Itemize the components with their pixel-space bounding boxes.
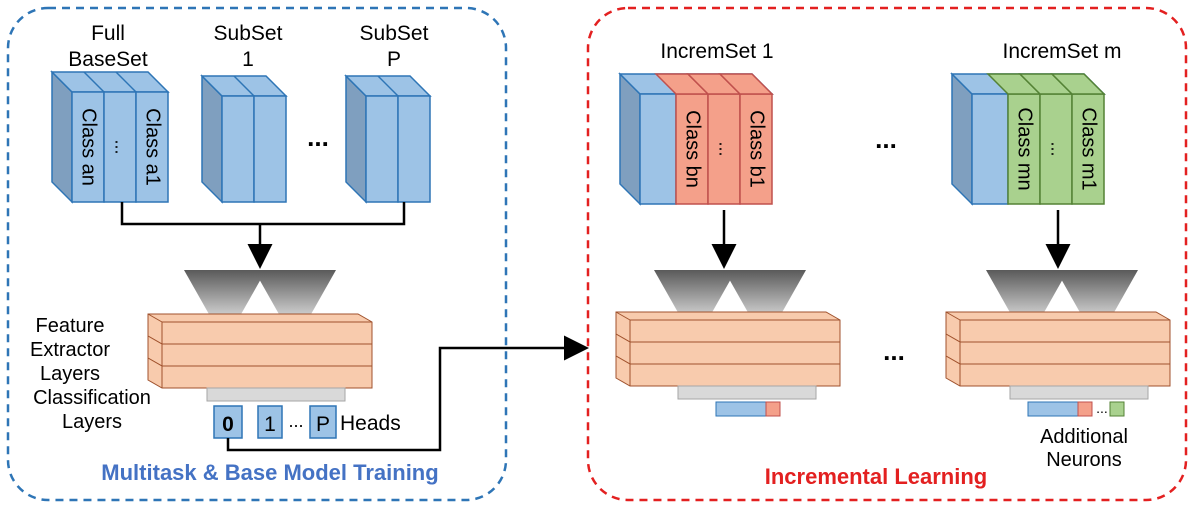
right-model-1-classification-bar bbox=[677, 385, 817, 400]
left-panel-title: Multitask & Base Model Training bbox=[101, 460, 438, 485]
feature-label-3: Layers bbox=[40, 363, 100, 385]
right-panel-title: Incremental Learning bbox=[765, 464, 988, 489]
right-model-1-neurons-blue bbox=[715, 401, 767, 417]
left-ellipsis: ... bbox=[307, 122, 329, 152]
right-model-m-neurons-blue bbox=[1027, 401, 1079, 417]
incremsetm-block bbox=[950, 72, 1106, 206]
full-baseset-label-2: BaseSet bbox=[68, 48, 148, 71]
heads-label: Heads bbox=[340, 412, 401, 435]
left-classification-bar bbox=[206, 387, 346, 402]
full-baseset-block bbox=[50, 70, 170, 204]
left-merge-connector bbox=[120, 202, 406, 226]
classification-label-1: Classification bbox=[33, 387, 151, 409]
feature-label-2: Extractor bbox=[30, 339, 110, 361]
subsetp-label-1: SubSet bbox=[360, 22, 429, 45]
feature-label-1: Feature bbox=[36, 315, 105, 337]
class-mn-label: Class mn bbox=[1014, 107, 1036, 190]
right-model-1-neurons-red bbox=[765, 401, 781, 417]
left-panel-border bbox=[6, 6, 508, 502]
additional-neurons-label-2: Neurons bbox=[1046, 449, 1122, 471]
incremset1-label: IncremSet 1 bbox=[660, 40, 773, 63]
head-1-label: 1 bbox=[264, 413, 276, 436]
head-0-label: 0 bbox=[222, 413, 234, 436]
full-baseset-label-1: Full bbox=[91, 22, 125, 45]
right-panel-border bbox=[586, 6, 1188, 502]
subset1-block bbox=[200, 74, 288, 204]
right-ellipsis-mid: ... bbox=[883, 336, 905, 366]
class-m1-label: Class m1 bbox=[1078, 107, 1100, 190]
neuron-dots-label: ... bbox=[1096, 400, 1108, 416]
class-b1-label: Class b1 bbox=[746, 110, 768, 188]
incremset1-block bbox=[618, 72, 774, 206]
left-funnels bbox=[184, 270, 336, 316]
subset1-label-1: SubSet bbox=[214, 22, 283, 45]
class-b-dots-label: ... bbox=[715, 141, 735, 156]
left-feature-layers bbox=[147, 313, 373, 389]
right-model-1-layers bbox=[615, 311, 841, 387]
class-m-dots-label: ... bbox=[1047, 141, 1067, 156]
right-model-1-funnels bbox=[654, 270, 806, 316]
additional-neurons-label-1: Additional bbox=[1040, 426, 1128, 448]
right-model-m-neurons-red bbox=[1077, 401, 1093, 417]
head-p-box bbox=[309, 405, 337, 439]
right-model-m-neurons-green bbox=[1109, 401, 1125, 417]
class-dots-label: ... bbox=[111, 139, 131, 154]
subsetp-block bbox=[344, 74, 432, 204]
right-ellipsis-top: ... bbox=[875, 124, 897, 154]
right-model-m-layers bbox=[945, 311, 1171, 387]
right-model-m-classification-bar bbox=[1009, 385, 1149, 400]
incremsetm-label: IncremSet m bbox=[1002, 40, 1121, 63]
subset1-label-2: 1 bbox=[242, 48, 254, 71]
subsetp-label-2: P bbox=[387, 48, 401, 71]
right-model-m-funnels bbox=[986, 270, 1138, 316]
class-an-label: Class an bbox=[78, 108, 100, 186]
classification-label-2: Layers bbox=[62, 411, 122, 433]
head-dots-label: ... bbox=[288, 411, 303, 431]
cross-panel-connector bbox=[226, 335, 589, 452]
class-a1-label: Class a1 bbox=[142, 108, 164, 186]
head-1-box bbox=[257, 405, 283, 439]
class-bn-label: Class bn bbox=[682, 110, 704, 188]
head-p-label: P bbox=[316, 413, 330, 436]
